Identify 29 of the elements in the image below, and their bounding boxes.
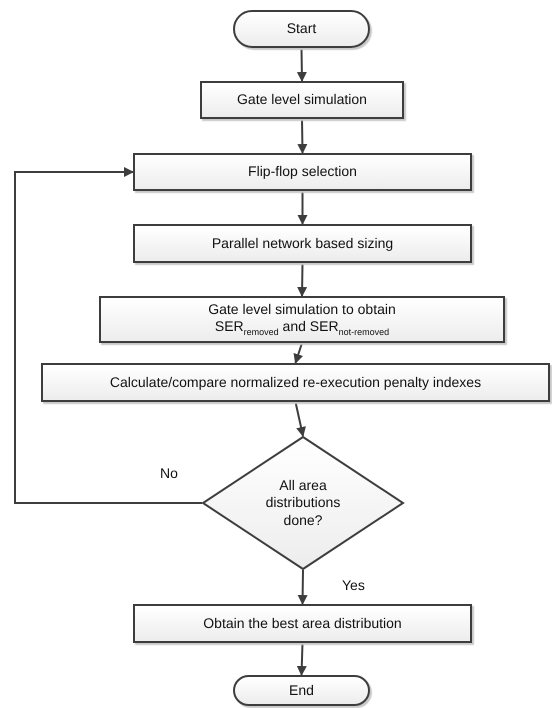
process-label: Gate level simulation [237, 91, 367, 109]
terminal-box [233, 675, 370, 706]
terminal-label: End [289, 682, 314, 700]
arrow [298, 191, 308, 225]
process-label: Gate level simulation to obtain SER$_{removed}$ and SER$_{not-removed}$ [207, 300, 397, 338]
arrow [296, 642, 307, 676]
process-box [99, 296, 505, 343]
process-box [133, 153, 472, 191]
edge-label: Yes [340, 577, 367, 593]
process-label: Parallel network based sizing [212, 234, 394, 252]
process-label: Flip-flop selection [248, 163, 357, 181]
arrow [297, 118, 308, 154]
arrow [298, 570, 308, 605]
arrow [296, 48, 307, 82]
decision-label: All area distributions done? [264, 476, 342, 530]
terminal-label: Start [286, 20, 316, 38]
decision-diamond [202, 436, 404, 570]
process-label: Obtain the best area distribution [203, 614, 402, 632]
process-box [133, 604, 472, 643]
arrow [294, 342, 304, 364]
process-label: Calculate/compare normalized re-execution penalty indexes [110, 374, 482, 392]
terminal-box [233, 10, 370, 48]
edge-label: No [158, 465, 180, 481]
arrow [294, 402, 306, 437]
process-box [133, 224, 472, 263]
process-box [200, 81, 404, 119]
arrow [14, 167, 202, 504]
process-box [41, 363, 550, 402]
arrow [297, 262, 308, 297]
